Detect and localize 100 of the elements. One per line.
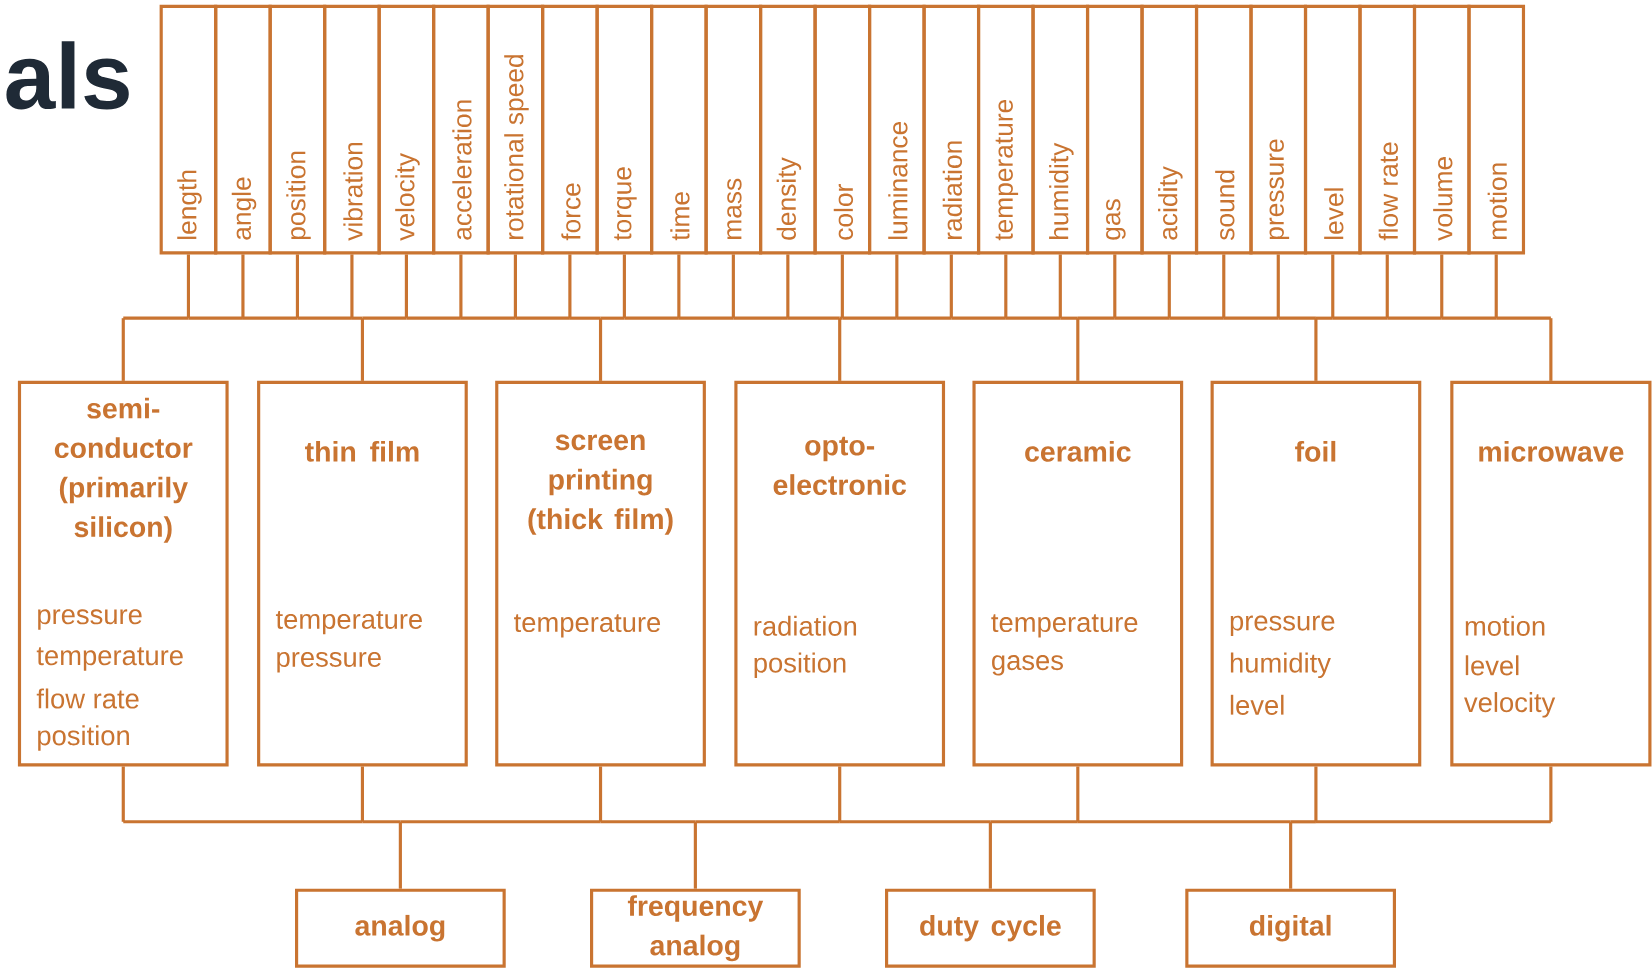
connector-line (404, 254, 408, 318)
connector-line (622, 254, 626, 318)
measurand-box: acidity (1140, 4, 1199, 255)
measurand-box: time (650, 4, 708, 255)
connector-line (1114, 316, 1170, 320)
connector-line (839, 316, 843, 320)
connector-line (1441, 316, 1497, 320)
connector-line (1169, 316, 1224, 320)
connector-line (1290, 820, 1316, 824)
connector-line (1223, 316, 1279, 320)
connector-line (1289, 821, 1293, 889)
measurand-box: sound (1194, 4, 1253, 255)
connector-line (398, 821, 402, 889)
connector-line (1222, 254, 1226, 318)
connector-line (678, 316, 734, 320)
connector-line (360, 766, 364, 822)
connector-line (1549, 766, 1553, 822)
connector-line (400, 820, 601, 824)
connector-line (731, 254, 735, 318)
connector-line (598, 318, 603, 381)
connector-line (568, 254, 572, 318)
connector-line (990, 820, 1078, 824)
connector-line (1315, 820, 1551, 824)
measurand-box: density (759, 4, 817, 255)
connector-line (1494, 254, 1498, 318)
connector-line (123, 316, 189, 320)
measurand-box: temperature (977, 4, 1035, 255)
connector-line (459, 254, 463, 318)
connector-line (123, 820, 363, 824)
technology-box: semi-conductor (primarily silicon) pressure temperature flow rate position (17, 380, 229, 767)
connector-line (1385, 254, 1389, 318)
connector-line (838, 766, 842, 822)
connector-line (695, 820, 840, 824)
connector-line (733, 316, 788, 320)
measurand-box: luminance (868, 4, 926, 255)
connector-line (406, 316, 461, 320)
measurand-box: acceleration (432, 4, 490, 255)
connector-line (786, 254, 790, 318)
connector-line (842, 316, 897, 320)
measurand-box: motion (1467, 4, 1526, 255)
connector-line (1496, 316, 1551, 320)
connector-line (186, 254, 191, 318)
connector-line (351, 316, 363, 320)
connector-line (1077, 316, 1115, 320)
connector-line (1314, 766, 1318, 822)
measurand-box: color (813, 4, 872, 255)
connector-line (1167, 254, 1171, 318)
connector-line (121, 766, 125, 822)
connector-line (1332, 316, 1388, 320)
connector-line (988, 821, 992, 889)
connector-line (362, 820, 401, 824)
measurand-box: level (1303, 4, 1362, 255)
connector-line (1076, 318, 1080, 381)
connector-line (1549, 318, 1553, 381)
connector-line (297, 316, 352, 320)
measurand-box: mass (704, 4, 763, 255)
technology-box: opto-electronic radiation position (734, 380, 946, 767)
output-box: duty cycle (885, 888, 1096, 968)
connector-line (600, 820, 696, 824)
technology-box: foil pressure humidity level (1210, 380, 1422, 767)
measurand-box: vibration (323, 4, 381, 255)
connector-line (1331, 254, 1335, 318)
connector-line (460, 316, 516, 320)
measurand-box: rotational speed (486, 4, 545, 255)
measurand-box: radiation (922, 4, 981, 255)
connector-line (951, 316, 1006, 320)
connector-line (598, 766, 603, 822)
connector-line (188, 316, 243, 320)
connector-line (1076, 766, 1080, 822)
measurand-box: velocity (377, 4, 436, 255)
connector-line (362, 316, 407, 320)
connector-line (677, 254, 681, 318)
measurand-box: flow rate (1358, 4, 1417, 255)
connector-line (360, 318, 364, 381)
connector-line (1004, 254, 1008, 318)
connector-line (895, 254, 899, 318)
measurand-box: force (541, 4, 599, 255)
connector-line (600, 316, 625, 320)
connector-line (1060, 316, 1078, 320)
connector-line (1278, 316, 1316, 320)
output-box: digital (1185, 888, 1396, 968)
connector-line (241, 254, 245, 318)
connector-line (787, 316, 840, 320)
measurand-box: length (159, 4, 218, 255)
connector-line (1440, 254, 1444, 318)
connector-line (1387, 316, 1442, 320)
connector-line (569, 316, 601, 320)
measurand-box: angle (214, 4, 272, 255)
connector-line (838, 318, 842, 381)
connector-line (350, 254, 354, 318)
connector-line (1315, 316, 1333, 320)
connector-line (839, 820, 991, 824)
connector-line (693, 821, 697, 889)
connector-line (515, 316, 570, 320)
measurand-box: humidity (1031, 4, 1090, 255)
technology-box: screen printing (thick film) temperature (495, 380, 706, 767)
connector-line (1077, 820, 1291, 824)
technology-box: thin film temperature pressure (257, 380, 468, 767)
measurand-box: gas (1085, 4, 1144, 255)
connector-line (1314, 318, 1318, 381)
